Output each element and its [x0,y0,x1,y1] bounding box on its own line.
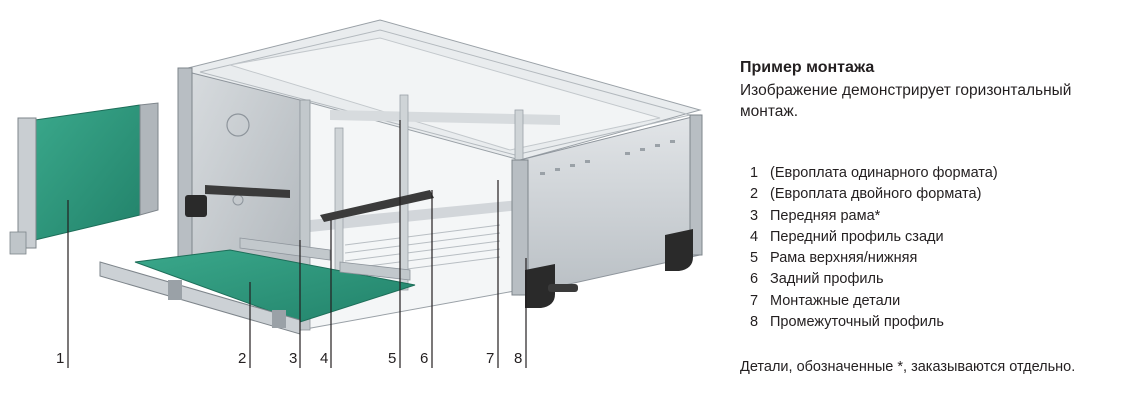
callout-3: 3 [289,350,297,367]
legend-label: Промежуточный профиль [770,314,944,331]
legend-item: 1 (Европлата одинарного формата) [750,163,998,184]
callout-8: 8 [514,350,522,367]
legend-number: 2 [750,186,759,203]
legend-item: 8 Промежуточный профиль [750,312,998,333]
legend-number: 7 [750,292,759,309]
callout-4: 4 [320,350,328,367]
callout-leaders [67,120,527,368]
callout-2: 2 [238,350,246,367]
legend-item: 6 Задний профиль [750,269,998,290]
parts-legend: 1 (Европлата одинарного формата) 2 (Европл… [750,163,998,333]
legend-number: 4 [750,228,759,245]
legend-item: 4 Передний профиль сзади [750,227,998,248]
legend-item: 2 (Европлата двойного формата) [750,184,998,205]
mounting-bracket [185,195,693,308]
callout-numbers: 1 2 3 4 5 6 7 8 [56,350,522,367]
callout-7: 7 [486,350,494,367]
legend-label: Рама верхняя/нижняя [770,250,918,267]
legend-label: Передний профиль сзади [770,228,944,245]
callout-5: 5 [388,350,396,367]
callout-1: 1 [56,350,64,367]
legend-label: (Европлата двойного формата) [770,186,982,203]
legend-number: 8 [750,314,759,331]
legend-number: 3 [750,207,759,224]
euroboard-single [9,102,159,255]
description-panel: Пример монтажа Изображение демонстрирует… [740,58,1120,122]
legend-item: 3 Передняя рама* [750,206,998,227]
legend-label: Передняя рама* [770,207,881,224]
legend-label: (Европлата одинарного формата) [770,165,998,181]
subrack-assembly-illustration: 1 2 3 4 5 6 7 8 [9,19,703,368]
legend-label: Монтажные детали [770,292,901,309]
panel-description: Изображение демонстрирует горизонтальный… [740,82,1072,120]
legend-item: 7 Монтажные детали [750,291,998,312]
legend-label: Задний профиль [770,271,884,288]
legend-number: 1 [750,165,759,181]
legend-number: 5 [750,250,759,267]
legend-number: 6 [750,271,759,288]
legend-item: 5 Рама верхняя/нижняя [750,248,998,269]
callout-6: 6 [420,350,428,367]
subrack-case [177,19,703,331]
panel-title: Пример монтажа [740,59,875,76]
footnote: Детали, обозначенные *, заказываются отд… [740,359,1076,375]
